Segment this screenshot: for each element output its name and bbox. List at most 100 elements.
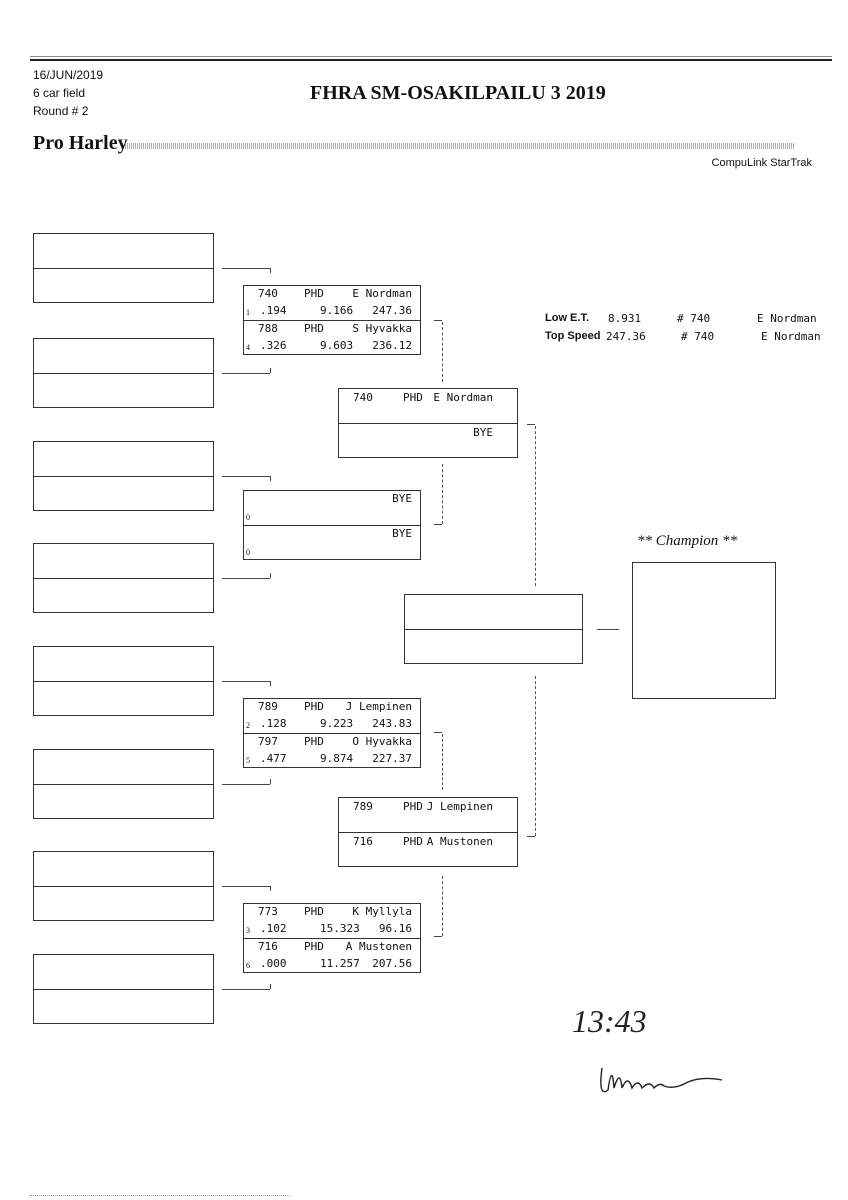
divider bbox=[34, 886, 213, 887]
connector bbox=[434, 320, 442, 321]
connector bbox=[434, 524, 442, 525]
elapsed-time: 9.166 bbox=[320, 304, 354, 317]
connector bbox=[434, 936, 442, 937]
dotted-bar bbox=[125, 143, 795, 149]
lane-results: 3 .102 15.323 96.16 bbox=[244, 921, 420, 938]
car-class: PHD bbox=[304, 700, 324, 713]
driver-name: BYE bbox=[392, 492, 412, 505]
car-number: 797 bbox=[258, 735, 278, 748]
speed: 207.56 bbox=[372, 957, 412, 970]
software-name: CompuLink StarTrak bbox=[711, 157, 812, 169]
car-number: 740 bbox=[353, 391, 373, 404]
seed-number: 2 bbox=[246, 721, 250, 730]
round1-box bbox=[33, 851, 214, 921]
seed-number: 5 bbox=[246, 756, 250, 765]
car-class: PHD bbox=[304, 940, 324, 953]
car-class: PHD bbox=[304, 287, 324, 300]
driver-name: J Lempinen bbox=[426, 800, 493, 813]
round1-box bbox=[33, 338, 214, 408]
seed-number: 0 bbox=[246, 548, 250, 557]
connector bbox=[535, 426, 536, 586]
low-et-driver: E Nordman bbox=[757, 312, 817, 325]
car-number: 788 bbox=[258, 322, 278, 335]
driver-name: S Hyvakka bbox=[352, 322, 412, 335]
round1-box bbox=[33, 646, 214, 716]
event-title: FHRA SM-OSAKILPAILU 3 2019 bbox=[310, 82, 606, 104]
top-speed-car: # 740 bbox=[681, 330, 715, 343]
round1-box bbox=[33, 441, 214, 511]
connector bbox=[442, 322, 443, 382]
top-rule bbox=[30, 56, 832, 57]
connector bbox=[270, 681, 271, 686]
seed-number: 0 bbox=[246, 513, 250, 522]
lane-header: BYE bbox=[339, 425, 517, 442]
driver-name: BYE bbox=[392, 527, 412, 540]
lane-header: 740 PHD E Nordman bbox=[339, 390, 517, 407]
car-number: 716 bbox=[353, 835, 373, 848]
connector bbox=[270, 984, 271, 989]
speed: 96.16 bbox=[378, 922, 412, 935]
reaction-time: .102 bbox=[260, 922, 287, 935]
reaction-time: .194 bbox=[260, 304, 287, 317]
connector bbox=[442, 464, 443, 524]
connector bbox=[222, 681, 270, 682]
lane-header: BYE bbox=[244, 491, 420, 508]
connector bbox=[270, 886, 271, 891]
round1-box bbox=[33, 543, 214, 613]
lane-results: 0 bbox=[244, 508, 420, 525]
seed-number: 3 bbox=[246, 926, 250, 935]
connector bbox=[222, 784, 270, 785]
car-class: PHD bbox=[403, 391, 423, 404]
reaction-time: .477 bbox=[260, 752, 287, 765]
elapsed-time: 9.223 bbox=[320, 717, 354, 730]
driver-name: A Mustonen bbox=[426, 835, 493, 848]
driver-name: K Myllyla bbox=[352, 905, 412, 918]
top-rule bbox=[30, 59, 832, 61]
speed: 227.37 bbox=[372, 752, 412, 765]
car-class: PHD bbox=[403, 835, 423, 848]
field-size: 6 car field bbox=[33, 86, 86, 100]
round1-box bbox=[33, 954, 214, 1024]
connector bbox=[535, 676, 536, 836]
top-speed-driver: E Nordman bbox=[761, 330, 821, 343]
divider bbox=[34, 268, 213, 269]
event-date: 16/JUN/2019 bbox=[33, 68, 104, 82]
connector bbox=[222, 989, 270, 990]
car-number: 789 bbox=[353, 800, 373, 813]
divider bbox=[244, 525, 420, 526]
records-panel: Low E.T. 8.931 # 740 E Nordman Top Speed… bbox=[545, 312, 835, 348]
divider bbox=[244, 733, 420, 734]
connector bbox=[442, 876, 443, 936]
divider bbox=[339, 832, 517, 833]
elapsed-time: 9.874 bbox=[320, 752, 354, 765]
car-number: 789 bbox=[258, 700, 278, 713]
champion-box bbox=[632, 562, 776, 699]
speed: 243.83 bbox=[372, 717, 412, 730]
low-et-value: 8.931 bbox=[608, 312, 642, 325]
driver-name: E Nordman bbox=[433, 391, 493, 404]
divider bbox=[34, 681, 213, 682]
connector bbox=[270, 368, 271, 373]
reaction-time: .000 bbox=[260, 957, 287, 970]
top-speed-value: 247.36 bbox=[606, 330, 646, 343]
driver-name: BYE bbox=[473, 426, 493, 439]
connector bbox=[222, 886, 270, 887]
lane-header: BYE bbox=[244, 526, 420, 543]
low-et-label: Low E.T. bbox=[545, 312, 589, 324]
connector bbox=[222, 268, 270, 269]
car-class: PHD bbox=[304, 735, 324, 748]
elapsed-time: 15.323 bbox=[320, 922, 360, 935]
lane-results: 5 .477 9.874 227.37 bbox=[244, 751, 420, 768]
connector bbox=[222, 578, 270, 579]
